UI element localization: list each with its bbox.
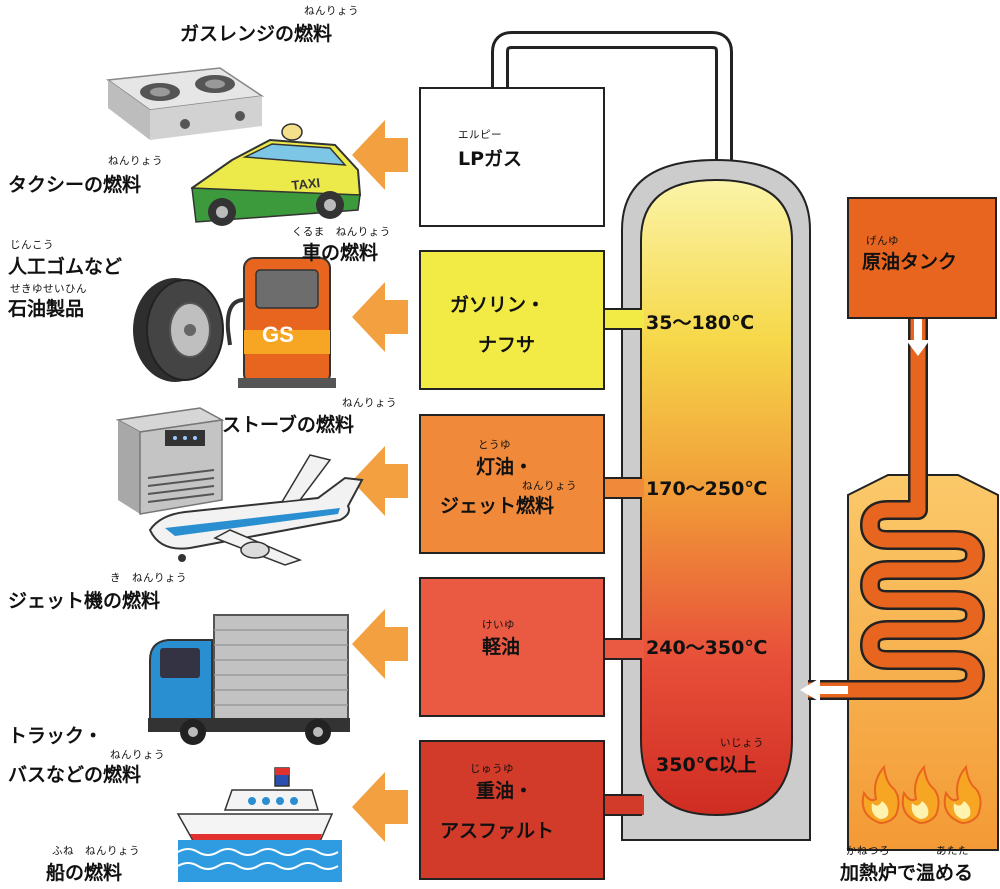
diesel-label: 軽油 — [482, 636, 521, 658]
tower-inner — [640, 178, 793, 817]
ruby: じゅうゆ — [470, 763, 514, 775]
ship-icon — [176, 767, 342, 882]
jet-fuel-label: ジェット燃料 — [440, 495, 555, 517]
ruby: げんゆ — [866, 235, 899, 247]
asphalt-label: アスファルト — [440, 820, 555, 842]
gas-pump-icon: GS — [225, 257, 336, 388]
ruby: あたた — [936, 845, 969, 857]
ruby: じんこう — [10, 239, 54, 251]
truck-icon — [148, 614, 350, 745]
crude-oil-tank — [847, 197, 997, 319]
ship-label: 船の燃料 — [46, 862, 123, 884]
ruby: ねんりょう — [522, 480, 577, 492]
arrow-icon — [352, 609, 408, 679]
arrow-icon — [352, 446, 408, 516]
ruby: とうゆ — [478, 439, 511, 451]
ruby: せきゆせいひん — [10, 283, 87, 295]
ruby: エルピー — [458, 129, 502, 141]
airplane-icon — [148, 454, 364, 566]
lp-pipe — [491, 31, 733, 185]
bus-label: バスなどの燃料 — [8, 764, 142, 786]
temp-range-4: 350℃以上 — [656, 754, 757, 776]
kerosene-box — [419, 414, 605, 554]
ruby: ねんりょう — [110, 749, 165, 761]
outlet-channels — [602, 308, 644, 816]
ruby: くるま ねんりょう — [292, 226, 391, 238]
diesel-box — [419, 577, 605, 717]
petroleum-products-label: 石油製品 — [8, 298, 85, 320]
arrow-icon — [352, 772, 408, 842]
heavy-oil-label: 重油・ — [476, 780, 534, 802]
lp-gas-box — [419, 87, 605, 227]
stove-label: ストーブの燃料 — [222, 414, 354, 436]
taxi-icon: TAXI — [190, 123, 362, 226]
svg-text:TAXI: TAXI — [291, 175, 321, 193]
arrow-icon — [352, 282, 408, 352]
temp-range-1: 35〜180℃ — [646, 312, 755, 334]
flame-icon — [861, 764, 982, 825]
arrow-icon — [352, 120, 408, 190]
heavy-oil-box — [419, 740, 605, 880]
output-arrows — [352, 120, 408, 842]
heater-icon — [115, 407, 225, 515]
truck-label: トラック・ — [8, 725, 103, 747]
gasoline-label: ガソリン・ — [450, 294, 546, 316]
furnace-label: 加熱炉で温める — [840, 862, 974, 884]
gas-stove-label: ガスレンジの燃料 — [180, 23, 333, 45]
ruby: ねんりょう — [304, 5, 359, 17]
down-arrow-icon — [906, 318, 930, 356]
svg-text:GS: GS — [262, 322, 294, 347]
rubber-label: 人工ゴムなど — [8, 256, 123, 278]
ruby: かねつろ — [846, 845, 890, 857]
lp-gas-label: LPガス — [458, 148, 523, 170]
ruby: けいゆ — [482, 619, 515, 631]
flow-arrows — [800, 318, 930, 702]
temp-range-3: 240〜350℃ — [646, 637, 768, 659]
naphtha-label: ナフサ — [478, 334, 536, 356]
taxi-label: タクシーの燃料 — [8, 174, 142, 196]
gas-stove-icon — [105, 67, 265, 140]
ruby: き ねんりょう — [110, 572, 187, 584]
jet-label: ジェット機の燃料 — [8, 590, 161, 612]
left-arrow-icon — [800, 678, 848, 702]
ruby: いじょう — [720, 737, 764, 749]
gasoline-box — [419, 250, 605, 390]
tire-icon — [133, 278, 224, 382]
crude-tank-label: 原油タンク — [862, 251, 958, 273]
ruby: ふね ねんりょう — [52, 845, 140, 857]
temp-range-2: 170〜250℃ — [646, 478, 768, 500]
ruby: ねんりょう — [342, 397, 397, 409]
kerosene-label: 灯油・ — [476, 456, 534, 478]
ruby: ねんりょう — [108, 155, 163, 167]
car-label: 車の燃料 — [302, 242, 379, 264]
